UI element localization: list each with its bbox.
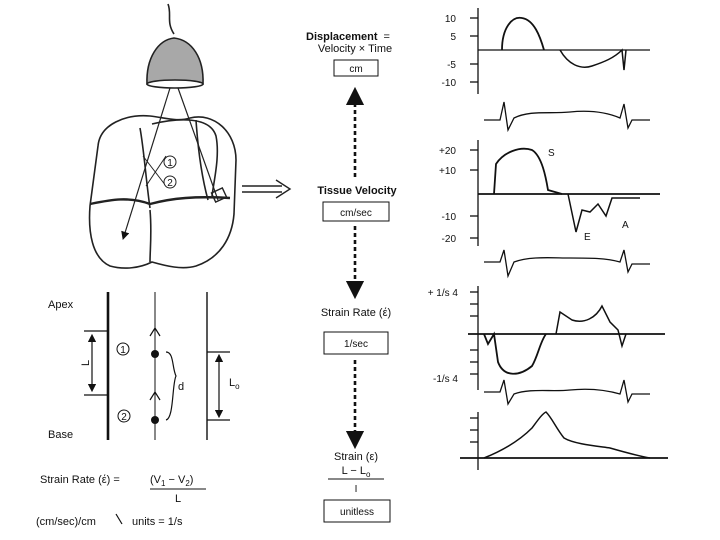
strain-unit-box — [323, 499, 391, 523]
vel-label-A: A — [622, 220, 629, 231]
velocity-title: Tissue Velocity — [317, 185, 397, 197]
disp-tick-m10: -10 — [442, 78, 457, 89]
strain-numerator: L − Lo — [342, 465, 371, 479]
disp-tick-5: 5 — [450, 32, 456, 43]
transition-arrow — [242, 179, 292, 199]
strain-rate-formula-lhs: Strain Rate (έ) = — [40, 474, 120, 486]
vel-tick-p10: +10 — [439, 166, 456, 177]
strain-panel — [460, 411, 668, 470]
velocity-panel — [470, 140, 660, 279]
point-2 — [151, 416, 159, 424]
displacement-panel — [470, 8, 650, 133]
units-left: (cm/sec)/cm — [36, 516, 96, 528]
strain-rate-unit: 1/sec — [344, 339, 368, 350]
velocity-unit-box — [322, 201, 390, 222]
heart-marker-1: 1 — [167, 158, 173, 169]
strain-rate-unit-box — [323, 331, 389, 355]
strain-denominator: I — [355, 484, 358, 495]
segment-diagram — [84, 292, 230, 440]
sr-tick-plus: + 1/s 4 — [428, 288, 459, 299]
point-1 — [151, 350, 159, 358]
heart-outline — [88, 114, 237, 269]
vel-label-S: S — [548, 148, 555, 159]
segment-marker-2: 2 — [121, 412, 127, 423]
heart-marker-2: 2 — [167, 178, 173, 189]
ultrasound-probe — [146, 37, 204, 85]
segment-marker-1: 1 — [120, 345, 126, 356]
vel-label-E: E — [584, 232, 591, 243]
strain-rate-formula-num: (V1 − V2) — [150, 474, 193, 488]
displacement-formula: Velocity × Time — [318, 43, 392, 55]
units-right: units = 1/s — [132, 516, 183, 528]
displacement-unit-box — [333, 59, 379, 77]
disp-tick-10: 10 — [445, 14, 457, 25]
d-label: d — [178, 381, 184, 393]
disp-tick-m5: -5 — [447, 60, 456, 71]
vel-tick-m20: -20 — [442, 234, 457, 245]
heart-illustration — [88, 3, 237, 269]
velocity-unit: cm/sec — [340, 208, 372, 219]
displacement-unit: cm — [349, 64, 362, 75]
strain-rate-panel — [468, 286, 665, 406]
vel-tick-m10: -10 — [442, 212, 457, 223]
base-label: Base — [48, 429, 73, 441]
probe-cable — [167, 3, 175, 35]
Lo-label: Lo — [229, 377, 240, 391]
strain-unit: unitless — [340, 507, 374, 518]
sr-tick-minus: -1/s 4 — [433, 374, 458, 385]
vel-tick-p20: +20 — [439, 146, 456, 157]
strain-title: Strain (ε) — [334, 451, 378, 463]
L-label: L — [80, 360, 92, 366]
strain-rate-title: Strain Rate (έ) — [321, 307, 391, 319]
apex-label: Apex — [48, 299, 74, 311]
displacement-title: Displacement= — [306, 31, 390, 43]
strain-rate-formula-den: L — [175, 493, 181, 505]
